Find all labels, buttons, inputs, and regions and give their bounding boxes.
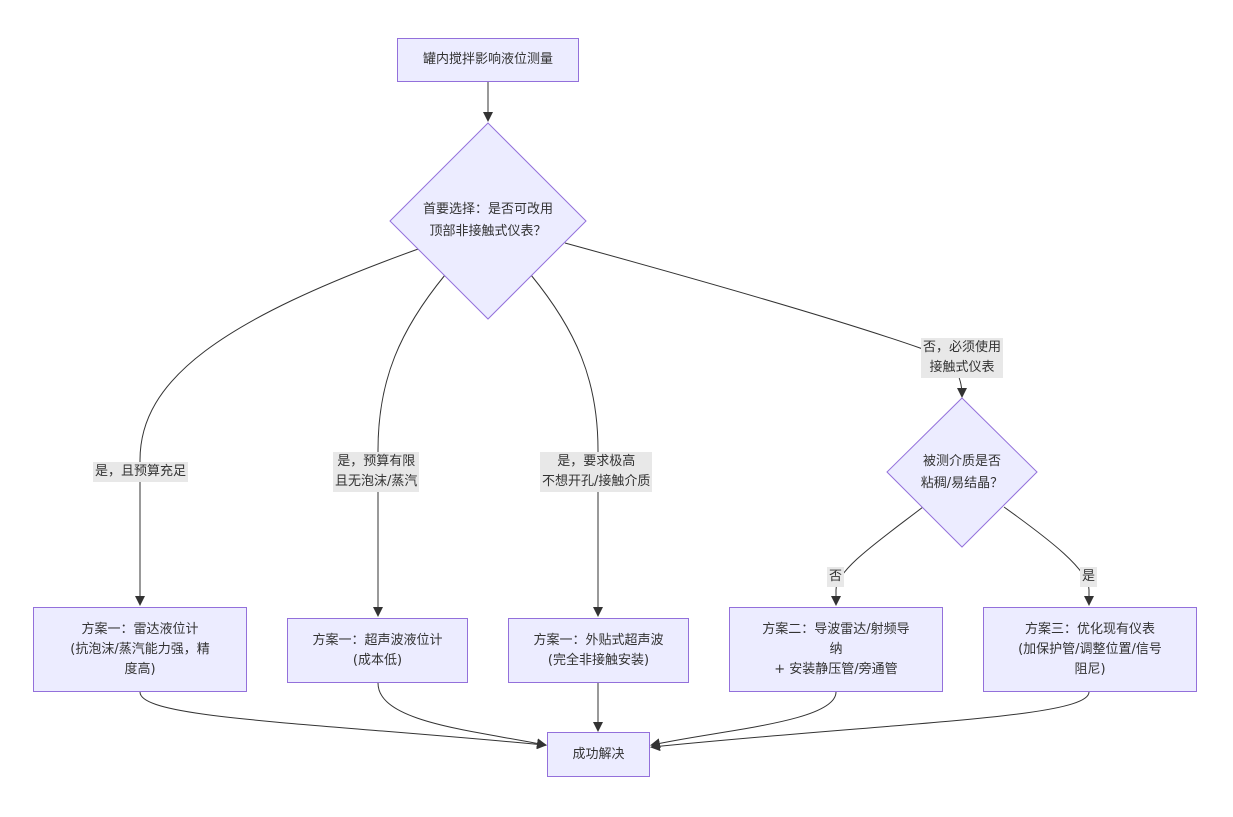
edge-label-no-contact-line-1: 否，必须使用 — [923, 340, 1002, 355]
plan-ultrasonic-line-1: 方案一：超声波液位计 — [312, 632, 443, 648]
decision-medium: 被测介质是否 粘稠/易结晶？ — [900, 450, 1024, 496]
edge-optimize-to-end — [650, 691, 1090, 752]
edge-decision-to-medium — [564, 242, 967, 398]
plan-external-line-1: 方案一：外贴式超声波 — [533, 632, 664, 648]
node-end: 成功解决 — [547, 732, 650, 777]
edge-label-no-line: 否 — [829, 569, 843, 584]
edge-label-no-contact: 否，必须使用 接触式仪表 — [921, 338, 1004, 378]
node-plan-external: 方案一：外贴式超声波 (完全非接触安装) — [508, 618, 689, 683]
node-plan-ultrasonic: 方案一：超声波液位计 (成本低) — [287, 618, 468, 683]
plan-guided-line-2: 纳 — [829, 641, 843, 657]
plan-radar-line-3: 度高) — [124, 661, 156, 677]
plan-guided-line-3: + 安装静压管/旁通管 — [774, 661, 898, 677]
decision-top: 首要选择：是否可改用 顶部非接触式仪表？ — [400, 196, 576, 246]
edge-label-yes-high: 是，要求极高 不想开孔/接触介质 — [540, 452, 653, 492]
edge-guided-to-end — [650, 691, 837, 749]
plan-ultrasonic-line-2: (成本低) — [352, 652, 403, 668]
node-plan-optimize: 方案三：优化现有仪表 (加保护管/调整位置/信号 阻尼) — [983, 607, 1197, 692]
edge-decision-to-external — [530, 274, 603, 617]
edge-label-yes-high-line-1: 是，要求极高 — [557, 454, 636, 469]
edge-label-yes-high-line-2: 不想开孔/接触介质 — [542, 474, 651, 489]
edge-label-yes-limited-line-1: 是，预算有限 — [337, 454, 416, 469]
edge-decision-to-ultrasonic — [373, 274, 446, 617]
edge-decision-to-radar — [135, 247, 422, 606]
edge-label-yes-budget: 是，且预算充足 — [93, 462, 189, 482]
node-plan-radar: 方案一：雷达液位计 (抗泡沫/蒸汽能力强，精 度高) — [33, 607, 247, 692]
decision-top-line-1: 首要选择：是否可改用 — [422, 202, 553, 217]
decision-top-line-2: 顶部非接触式仪表？ — [429, 224, 547, 239]
edge-label-yes: 是 — [1080, 567, 1098, 587]
edge-medium-to-optimize — [1003, 506, 1094, 606]
plan-optimize-line-3: 阻尼) — [1074, 661, 1106, 677]
decision-medium-line-2: 粘稠/易结晶？ — [920, 476, 1004, 491]
edge-ultrasonic-to-end — [377, 682, 547, 749]
plan-external-line-2: (完全非接触安装) — [547, 652, 650, 668]
edge-label-no-contact-line-2: 接触式仪表 — [929, 360, 995, 375]
decision-medium-line-1: 被测介质是否 — [922, 454, 1001, 469]
edge-label-no: 否 — [827, 567, 845, 587]
plan-optimize-line-1: 方案三：优化现有仪表 — [1024, 621, 1155, 637]
edge-label-yes-budget-line: 是，且预算充足 — [95, 464, 187, 479]
decision-medium-shape — [886, 397, 1038, 548]
edge-medium-to-guided — [831, 506, 924, 606]
plan-optimize-line-2: (加保护管/调整位置/信号 — [1018, 641, 1162, 657]
edge-label-yes-limited: 是，预算有限 且无泡沫/蒸汽 — [333, 452, 420, 492]
edge-radar-to-end — [139, 691, 547, 750]
node-start-line: 罐内搅拌影响液位测量 — [422, 52, 553, 67]
plan-radar-line-1: 方案一：雷达液位计 — [81, 621, 199, 637]
plan-guided-line-1: 方案二：导波雷达/射频导 — [762, 621, 910, 637]
node-plan-guided: 方案二：导波雷达/射频导 纳 + 安装静压管/旁通管 — [729, 607, 943, 692]
decision-top-shape — [389, 122, 587, 320]
node-end-line: 成功解决 — [572, 746, 625, 762]
edge-label-yes-limited-line-2: 且无泡沫/蒸汽 — [335, 474, 418, 489]
edge-label-yes-line: 是 — [1082, 569, 1096, 584]
plan-radar-line-2: (抗泡沫/蒸汽能力强，精 — [70, 641, 210, 657]
node-start: 罐内搅拌影响液位测量 — [397, 38, 579, 82]
